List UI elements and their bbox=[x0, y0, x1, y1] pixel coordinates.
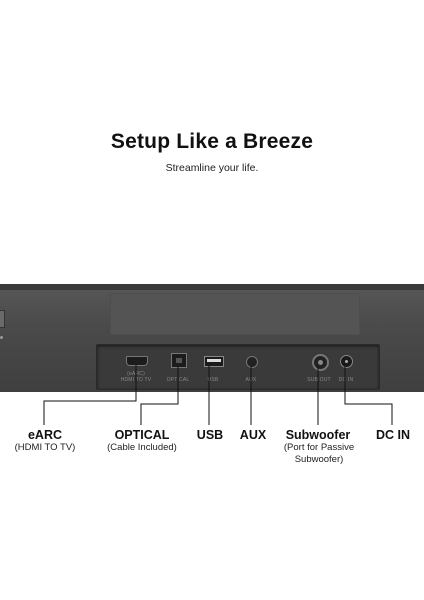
panel-label-sub: SUB OUT bbox=[307, 377, 331, 383]
panel-label-dc: DC IN bbox=[338, 377, 354, 383]
soundbar-top-edge bbox=[0, 284, 424, 290]
hdmi-port-icon bbox=[126, 356, 148, 366]
page-headline: Setup Like a Breeze bbox=[110, 130, 314, 153]
port-desc-subwoofer: (Port for Passive Subwoofer) bbox=[283, 442, 355, 465]
port-desc-optical: (Cable Included) bbox=[107, 442, 177, 453]
usb-port-icon bbox=[204, 356, 224, 367]
panel-label-usb: USB bbox=[207, 377, 219, 383]
side-indicator bbox=[0, 336, 3, 339]
callout-line-dc-in bbox=[344, 366, 393, 425]
aux-port-icon bbox=[246, 356, 258, 368]
callout-line-earc bbox=[43, 365, 137, 425]
port-name-usb: USB bbox=[196, 428, 224, 442]
subwoofer-port-icon bbox=[312, 354, 329, 371]
port-name-optical: OPTICAL bbox=[114, 428, 170, 442]
port-desc-earc: (HDMI TO TV) bbox=[14, 442, 76, 453]
soundbar-grille bbox=[110, 293, 360, 335]
port-name-subwoofer: Subwoofer bbox=[285, 428, 351, 442]
side-button bbox=[0, 310, 5, 328]
rear-port-panel bbox=[96, 344, 380, 390]
optical-port-icon bbox=[171, 353, 187, 368]
page-subline: Streamline your life. bbox=[165, 162, 259, 174]
dc-in-port-icon bbox=[340, 355, 353, 368]
port-name-aux: AUX bbox=[239, 428, 267, 442]
port-name-dc-in: DC IN bbox=[375, 428, 411, 442]
callout-line-optical bbox=[140, 366, 179, 425]
port-name-earc: eARC bbox=[27, 428, 63, 442]
